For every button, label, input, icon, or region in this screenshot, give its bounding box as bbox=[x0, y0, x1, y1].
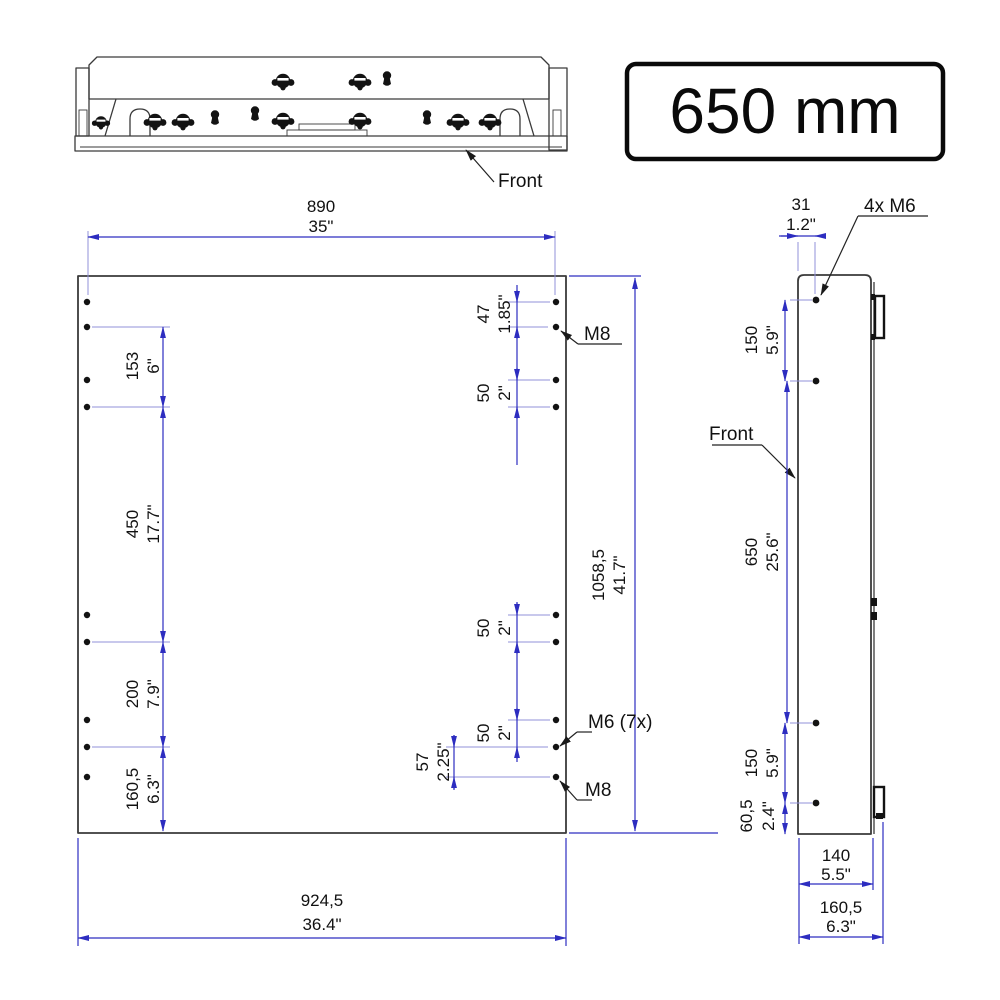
callout-m8-bottom: M8 bbox=[559, 780, 611, 801]
dim-width-bottom-in: 36.4" bbox=[302, 915, 341, 934]
dim-mid-gap-mm: 450 bbox=[123, 510, 142, 538]
dim-width-top-mm: 890 bbox=[307, 197, 335, 216]
size-badge-label: 650 mm bbox=[669, 75, 900, 147]
m6-label: M6 (7x) bbox=[588, 712, 652, 733]
dim-bottom-gap: 160,5 6.3" bbox=[123, 746, 166, 832]
dim-depth-mm: 140 bbox=[822, 846, 850, 865]
dim-hole-pitch-a-in: 2" bbox=[495, 385, 514, 401]
dim-height-mm: 1058,5 bbox=[589, 549, 608, 601]
top-view: Front bbox=[74, 56, 568, 192]
dim-left-chain: 153 6" 450 17.7" 200 7.9" 160,5 6.3" bbox=[92, 326, 170, 832]
dim-width-bottom: 924,5 36.4" bbox=[77, 838, 567, 946]
side-view: 31 1.2" 4x M6 Front 150 5.9" bbox=[709, 195, 928, 944]
m8-top-label: M8 bbox=[584, 324, 610, 345]
label-4x-m6: 4x M6 bbox=[864, 196, 916, 217]
dim-right-top-in: 1.85" bbox=[495, 294, 514, 333]
front-view-holes-right bbox=[552, 298, 560, 781]
dim-right-top: 47 1.85" bbox=[474, 285, 520, 465]
size-badge: 650 mm bbox=[624, 61, 946, 162]
dim-bottom-pitch: 150 5.9" bbox=[742, 722, 788, 804]
dim-vesa-height: 650 25.6" bbox=[742, 380, 790, 724]
top-view-front-callout: Front bbox=[465, 149, 543, 192]
dim-lower-gap-mm: 200 bbox=[123, 680, 142, 708]
dim-bottom-offset-mm: 60,5 bbox=[737, 799, 756, 832]
dim-top-pitch-in: 5.9" bbox=[763, 325, 782, 355]
dim-m8-offset: 57 2.25" bbox=[413, 735, 457, 790]
dim-hole-inset-in: 1.2" bbox=[786, 215, 816, 234]
dim-height: 1058,5 41.7" bbox=[569, 275, 718, 834]
dim-vesa-height-in: 25.6" bbox=[763, 532, 782, 571]
dim-total-depth: 160,5 6.3" bbox=[798, 822, 884, 944]
top-view-body bbox=[74, 56, 568, 152]
front-view-outline bbox=[77, 275, 567, 834]
top-view-front-label: Front bbox=[498, 171, 543, 192]
dim-bottom-gap-in: 6.3" bbox=[144, 774, 163, 804]
dim-bottom-offset-in: 2.4" bbox=[759, 801, 778, 831]
top-view-fasteners bbox=[91, 71, 502, 131]
dim-hole-inset-mm: 31 bbox=[792, 195, 811, 214]
side-view-body bbox=[797, 274, 886, 835]
dim-m8-offset-in: 2.25" bbox=[434, 742, 453, 781]
dim-vesa-height-mm: 650 bbox=[742, 538, 761, 566]
dim-total-depth-mm: 160,5 bbox=[820, 898, 863, 917]
dim-bottom-pitch-mm: 150 bbox=[742, 749, 761, 777]
side-dim-chain: 150 5.9" 650 25.6" 150 5.9" 60,5 2.4" bbox=[737, 299, 812, 835]
dim-m8-offset-mm: 57 bbox=[413, 753, 432, 772]
dim-hole-pitch-a: 50 2" bbox=[474, 368, 520, 419]
dim-width-top-in: 35" bbox=[309, 217, 334, 236]
dim-hole-pitch-c-in: 2" bbox=[495, 725, 514, 741]
dim-hole-pitch-b: 50 2" bbox=[474, 602, 520, 762]
dim-right-chain: 47 1.85" 50 2" 50 2" 50 2" bbox=[413, 285, 550, 790]
front-view-holes-left bbox=[83, 298, 91, 781]
dim-mid-gap: 450 17.7" bbox=[123, 406, 166, 643]
callout-m8-top: M8 bbox=[560, 324, 622, 345]
dim-hole-pitch-b-in: 2" bbox=[495, 620, 514, 636]
dim-hole-pitch-c: 50 2" bbox=[474, 708, 520, 759]
dim-width-top: 890 35" bbox=[87, 197, 556, 295]
dim-depth-in: 5.5" bbox=[821, 865, 851, 884]
callout-m6: M6 (7x) bbox=[559, 712, 652, 747]
dim-top-gap-in: 6" bbox=[144, 358, 163, 374]
front-view: 890 35" 153 6" 450 17.7" 200 7.9" bbox=[77, 197, 718, 946]
dim-top-gap: 153 6" bbox=[123, 326, 166, 408]
side-view-holes bbox=[812, 296, 820, 807]
dim-top-gap-mm: 153 bbox=[123, 352, 142, 380]
dim-lower-gap-in: 7.9" bbox=[144, 679, 163, 709]
dim-lower-gap: 200 7.9" bbox=[123, 641, 166, 748]
side-front-label: Front bbox=[709, 424, 754, 445]
dim-hole-inset: 31 1.2" bbox=[779, 195, 827, 294]
dim-hole-pitch-b-mm: 50 bbox=[474, 619, 493, 638]
dim-top-pitch-mm: 150 bbox=[742, 326, 761, 354]
dim-total-depth-in: 6.3" bbox=[826, 917, 856, 936]
dim-top-pitch: 150 5.9" bbox=[742, 299, 788, 382]
dim-hole-pitch-c-mm: 50 bbox=[474, 724, 493, 743]
dim-height-in: 41.7" bbox=[610, 555, 629, 594]
dim-bottom-offset: 60,5 2.4" bbox=[737, 799, 788, 835]
dim-bottom-gap-mm: 160,5 bbox=[123, 768, 142, 811]
size-badge-frame bbox=[624, 61, 946, 162]
callout-4x-m6: 4x M6 bbox=[820, 196, 928, 296]
dim-bottom-pitch-in: 5.9" bbox=[763, 748, 782, 778]
dim-mid-gap-in: 17.7" bbox=[144, 504, 163, 543]
dim-hole-pitch-a-mm: 50 bbox=[474, 384, 493, 403]
m8-bottom-label: M8 bbox=[585, 780, 611, 801]
dim-width-bottom-mm: 924,5 bbox=[301, 891, 344, 910]
dim-right-top-mm: 47 bbox=[474, 305, 493, 324]
side-front-callout: Front bbox=[709, 424, 796, 479]
dim-depth: 140 5.5" bbox=[798, 838, 874, 944]
